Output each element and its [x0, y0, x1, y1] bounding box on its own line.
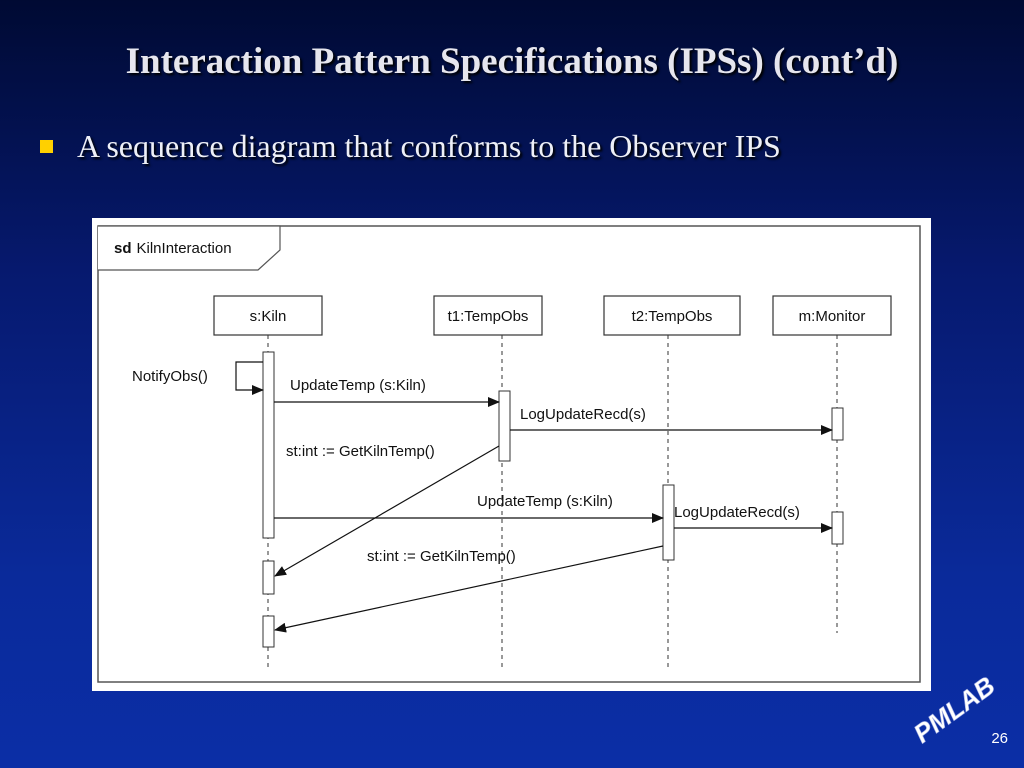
frame-keyword: sd	[114, 240, 132, 257]
message-get-kiln-temp-t1-arrow	[274, 445, 500, 577]
bullet-item: A sequence diagram that conforms to the …	[40, 128, 781, 165]
page-number: 26	[991, 730, 1008, 747]
activation-kiln-1	[262, 351, 275, 539]
lifeline-label-t1: t1:TempObs	[448, 308, 529, 325]
activation-kiln-3	[262, 615, 275, 648]
frame-name: KilnInteraction	[137, 240, 232, 257]
logo-text: PMLAB	[912, 672, 1000, 749]
pmlab-logo: PMLAB	[912, 672, 1001, 749]
message-get-kiln-temp-t1-label: st:int := GetKilnTemp()	[286, 443, 435, 460]
message-get-kiln-temp-t2-label: st:int := GetKilnTemp()	[367, 548, 516, 565]
activation-monitor-2	[831, 511, 844, 545]
activation-t2	[662, 484, 675, 561]
message-update-temp-t2-label: UpdateTemp (s:Kiln)	[477, 493, 613, 510]
sequence-diagram: sd KilnInteraction s:Kiln t1:TempObs t2:T…	[92, 218, 931, 691]
bullet-text: A sequence diagram that conforms to the …	[77, 128, 781, 164]
activation-t1	[498, 390, 511, 462]
diagram-frame	[97, 225, 921, 683]
lifeline-head-t1	[433, 295, 543, 336]
bullet-square-icon	[40, 140, 53, 153]
lifeline-head-kiln	[213, 295, 323, 336]
frame-label: sd KilnInteraction	[114, 240, 232, 257]
message-notify-obs-arrow	[235, 361, 264, 395]
message-log-update-t1-label: LogUpdateRecd(s)	[520, 406, 646, 423]
message-update-temp-t1-label: UpdateTemp (s:Kiln)	[290, 377, 426, 394]
lifeline-label-kiln: s:Kiln	[250, 308, 287, 325]
lifeline-head-t2	[603, 295, 741, 336]
slide-title: Interaction Pattern Specifications (IPSs…	[125, 41, 899, 82]
message-get-kiln-temp-t2-arrow	[274, 545, 664, 633]
frame-tag	[98, 225, 281, 271]
sequence-diagram-svg: sd KilnInteraction s:Kiln t1:TempObs t2:T…	[97, 225, 921, 683]
message-log-update-t2-label: LogUpdateRecd(s)	[674, 504, 800, 521]
lifeline-label-monitor: m:Monitor	[799, 308, 866, 325]
message-notify-obs-label: NotifyObs()	[132, 368, 208, 385]
lifeline-head-monitor	[772, 295, 892, 336]
activation-monitor-1	[831, 407, 844, 441]
activation-kiln-2	[262, 560, 275, 595]
lifeline-label-t2: t2:TempObs	[632, 308, 713, 325]
